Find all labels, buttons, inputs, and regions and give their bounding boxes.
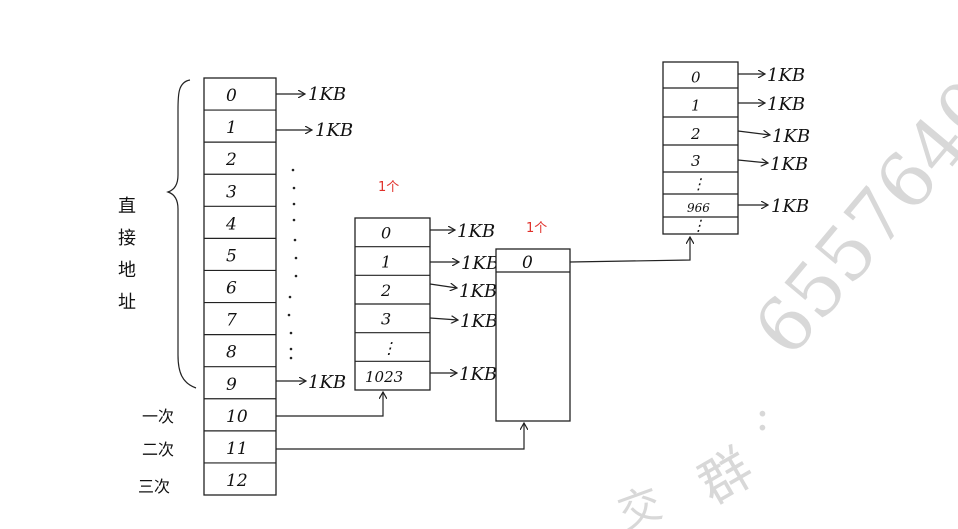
main-cell-11: 11 <box>226 439 248 459</box>
row-label-double: 二次 <box>142 440 174 459</box>
single-cell-5: 1023 <box>365 368 403 386</box>
main-cell-7: 7 <box>226 311 237 331</box>
single-cell-2: 2 <box>380 281 391 300</box>
watermark-colon: : <box>755 390 770 441</box>
double-indirect-count: 1个 <box>526 221 547 236</box>
main-cell-3: 3 <box>226 182 237 202</box>
kb-label-double-0: 1KB <box>767 65 805 86</box>
kb-label-direct-1: 1KB <box>315 120 353 141</box>
kb-label-double-3: 1KB <box>770 154 808 175</box>
kb-label-single-1023: 1KB <box>459 364 497 385</box>
double-second-cell-3: 3 <box>691 152 701 170</box>
main-cell-2: 2 <box>225 150 237 170</box>
kb-label-direct-0: 1KB <box>308 84 346 105</box>
double-second-cell-5: 966 <box>687 201 710 215</box>
main-cell-5: 5 <box>226 246 237 266</box>
double-indirect-first-block: 0 <box>495 248 571 422</box>
direct-block-arrows: 1KB 1KB 1KB <box>276 84 353 393</box>
indirect-connectors <box>276 237 690 450</box>
main-cell-6: 6 <box>226 279 237 299</box>
direct-address-brace <box>166 79 197 389</box>
kb-label-double-2: 1KB <box>772 126 810 147</box>
single-indirect-arrows: 1KB 1KB 1KB 1KB 1KB <box>429 221 499 385</box>
main-cell-0: 0 <box>226 86 237 106</box>
direct-ellipsis-dots <box>287 168 298 360</box>
main-cell-4: 4 <box>225 214 237 234</box>
brace-label-char-3: 址 <box>118 292 136 313</box>
double-first-cell-0: 0 <box>522 253 533 273</box>
brace-label-char-1: 接 <box>118 228 136 249</box>
kb-label-single-2: 1KB <box>459 281 497 302</box>
brace-label-char-2: 地 <box>118 260 136 281</box>
main-cell-1: 1 <box>226 118 237 138</box>
double-second-cell-0: 0 <box>691 68 701 86</box>
double-second-cell-4: ⋮ <box>691 175 706 193</box>
kb-label-double-966: 1KB <box>771 196 809 217</box>
kb-label-single-3: 1KB <box>460 311 498 332</box>
main-cell-8: 8 <box>226 343 237 363</box>
main-cell-12: 12 <box>226 471 248 491</box>
main-cell-10: 10 <box>226 407 248 427</box>
kb-label-direct-9: 1KB <box>308 372 346 393</box>
double-second-cell-6: ⋮ <box>691 216 706 234</box>
watermark-partial: 交 <box>612 478 668 529</box>
single-cell-4: ⋮ <box>381 338 397 357</box>
main-cell-9: 9 <box>226 375 237 395</box>
row-label-triple: 三次 <box>138 477 170 496</box>
kb-label-single-1: 1KB <box>461 253 499 274</box>
single-cell-3: 3 <box>381 310 391 329</box>
kb-label-double-1: 1KB <box>767 94 805 115</box>
single-cell-0: 0 <box>381 224 391 243</box>
double-second-arrows: 1KB 1KB 1KB 1KB 1KB <box>737 65 810 217</box>
single-cell-1: 1 <box>381 252 391 271</box>
single-indirect-block: 0 1 2 3 ⋮ 1023 <box>354 217 431 391</box>
double-second-cell-2: 2 <box>690 125 701 143</box>
watermark-chinese: 群 <box>689 438 764 516</box>
brace-label-char-0: 直 <box>118 196 136 217</box>
kb-label-single-0: 1KB <box>457 221 495 242</box>
direct-address-label: 直 接 地 址 <box>118 196 136 313</box>
double-second-cell-1: 1 <box>691 97 701 115</box>
row-label-single: 一次 <box>142 407 174 426</box>
single-indirect-count: 1个 <box>378 180 399 195</box>
